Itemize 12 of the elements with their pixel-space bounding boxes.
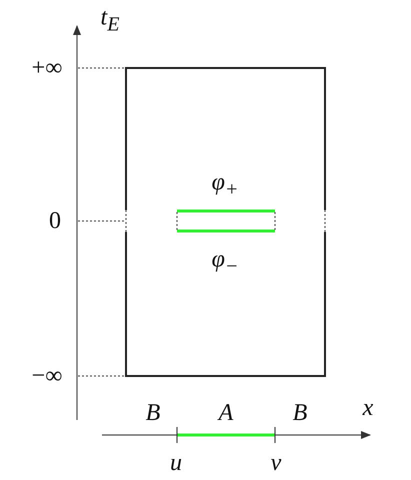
tick-label: 0 [49, 209, 61, 233]
field-label: φ$_{−}$ [212, 248, 238, 276]
endpoint-label: v [270, 451, 282, 475]
region-label: B [146, 401, 160, 425]
endpoint-label: u [170, 451, 182, 475]
axis-label: x [362, 396, 374, 420]
axis-label: t$_{E}$ [100, 6, 120, 34]
region-label: A [218, 401, 234, 425]
tick-label: −∞ [32, 364, 62, 388]
region-label: B [292, 401, 308, 425]
tick-label: +∞ [32, 56, 62, 80]
field-label: φ$_{+}$ [212, 170, 238, 200]
